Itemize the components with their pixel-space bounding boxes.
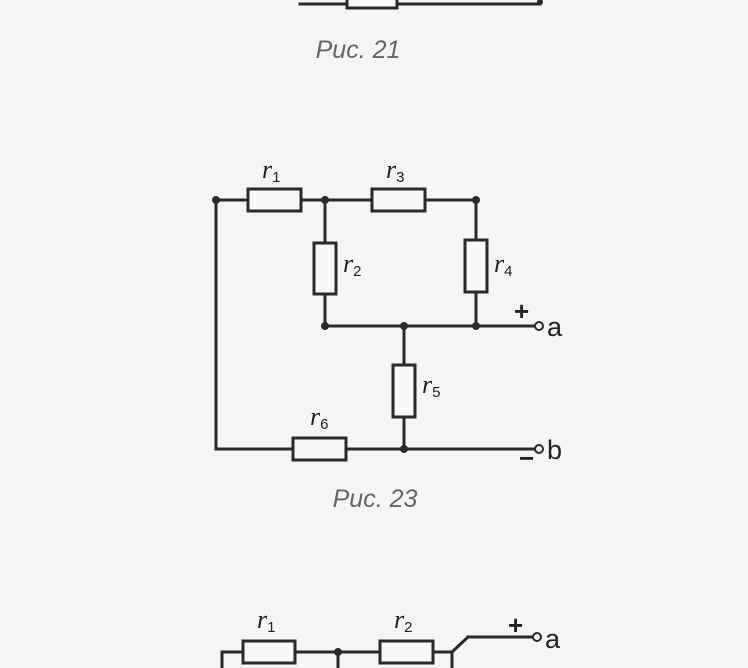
label-r5: r5: [422, 370, 440, 401]
resistor-r6: [291, 436, 348, 462]
resistor-r2: [312, 241, 338, 296]
figure-bottom-partial: r1 r2 + a: [220, 605, 561, 668]
label-r3: r3: [386, 155, 404, 186]
resistor-r1: [241, 639, 297, 665]
resistor-r4: [463, 238, 489, 294]
terminal-a-label: a: [547, 312, 563, 342]
node-dot: [400, 445, 408, 453]
resistor-r5: [391, 363, 417, 419]
wire: [449, 634, 471, 655]
label-r1: r1: [257, 605, 275, 636]
node-dot: [321, 196, 329, 204]
figure-21-partial: Рис. 21: [298, 0, 543, 64]
label-r1: r1: [262, 155, 280, 186]
node-dot: [334, 648, 342, 656]
node-dot: [472, 322, 480, 330]
resistor-partial: [345, 0, 399, 10]
label-r4: r4: [494, 249, 512, 280]
resistor-r2: [378, 639, 435, 665]
label-r2: r2: [343, 249, 361, 280]
label-r6: r6: [310, 402, 328, 433]
terminal-a-connector: [534, 321, 544, 331]
node-dot: [321, 322, 329, 330]
terminal-a-sign: +: [514, 296, 529, 326]
resistor-r3: [370, 187, 427, 213]
node-dot: [212, 196, 220, 204]
figure-23: r1 r3 r2 r4 r5 r6 + a − b Рис. 23: [212, 155, 563, 513]
terminal-b-sign: −: [519, 443, 534, 473]
terminal-a-label: a: [545, 624, 561, 654]
node-dot: [472, 196, 480, 204]
resistor-r1: [246, 187, 303, 213]
terminal-a-sign: +: [508, 610, 523, 640]
label-r2: r2: [394, 605, 412, 636]
terminal-b-label: b: [547, 435, 562, 465]
figure-21-caption: Рис. 21: [316, 36, 401, 64]
node-dot: [400, 322, 408, 330]
node-dot: [537, 0, 543, 5]
figure-23-caption: Рис. 23: [333, 485, 418, 513]
terminal-b-connector: [534, 444, 544, 454]
terminal-a-connector: [532, 632, 542, 642]
